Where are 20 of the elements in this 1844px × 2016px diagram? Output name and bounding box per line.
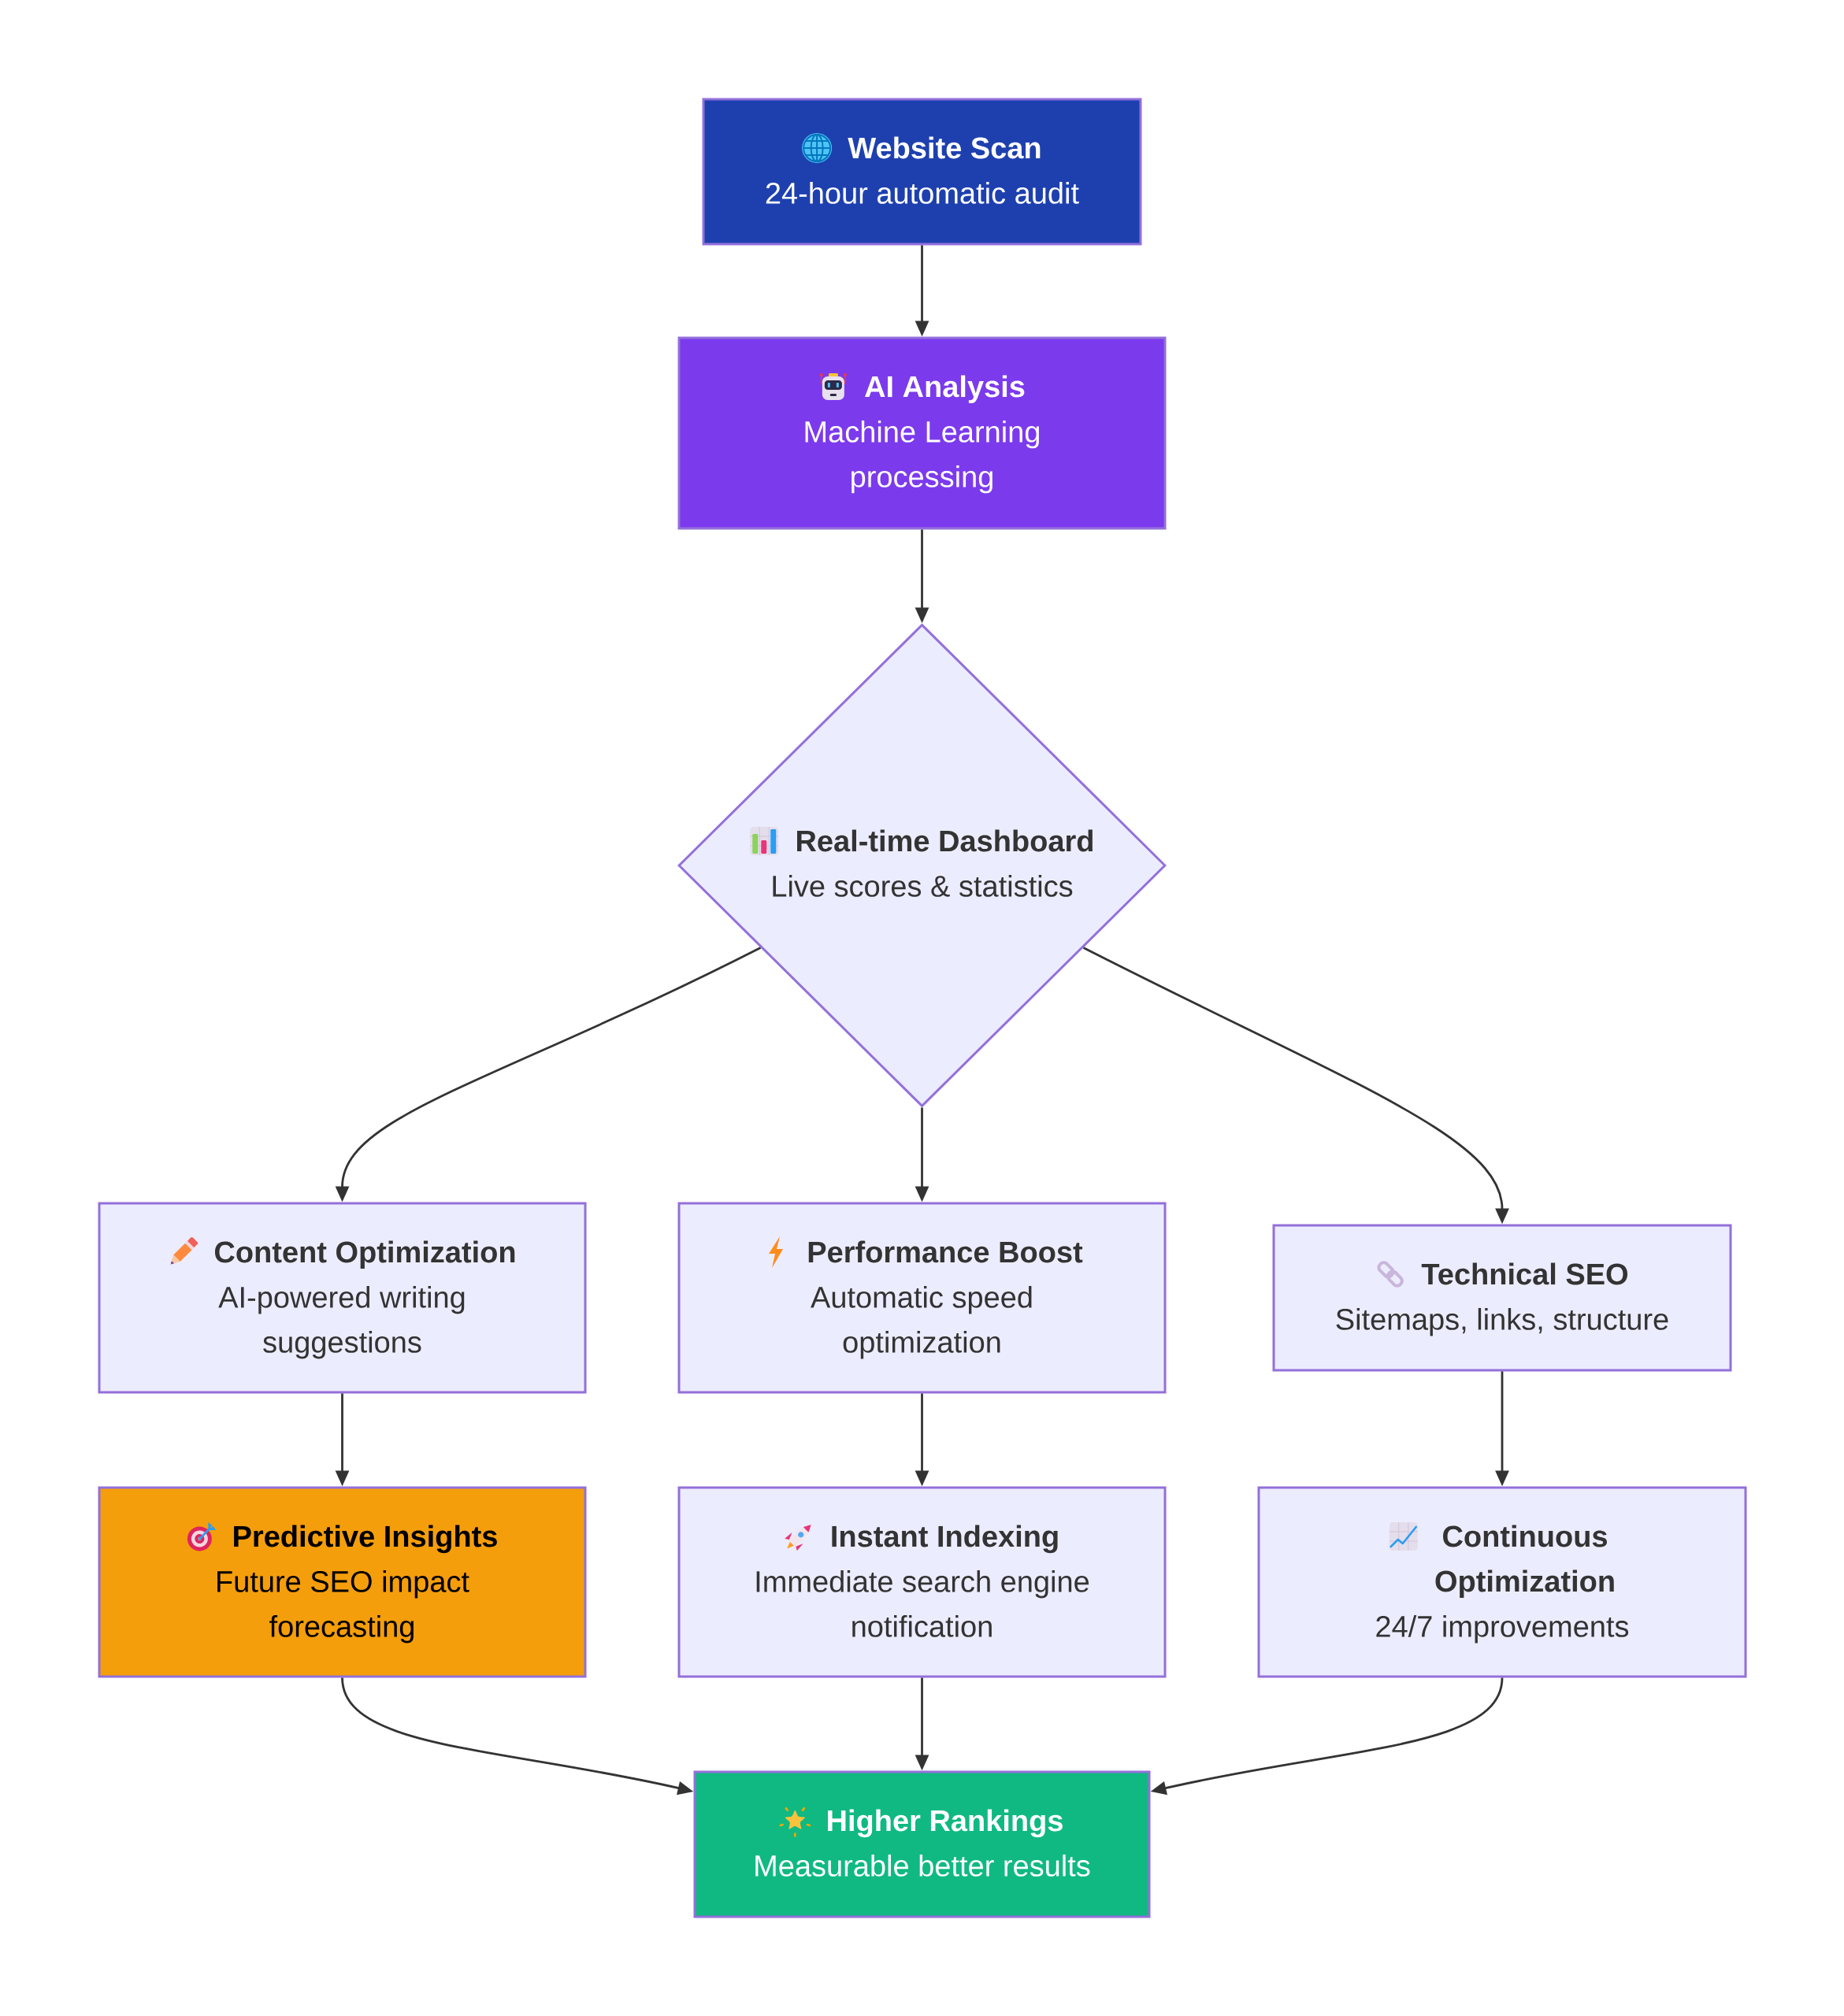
node-text: Live scores & statistics [773,874,1073,897]
node-text: 24-hour automatic audit [766,181,1079,204]
node-title: Real-time Dashboard [797,829,1093,852]
node-title: Content Optimization [214,1240,515,1269]
node-title: Predictive Insights [234,1525,497,1554]
node-text: Measurable better results [755,1854,1090,1877]
node-text: Machine Learning processing [805,420,1039,494]
node-title: Performance Boost [808,1240,1083,1263]
node-text: AI-powered writing suggestions [218,1285,465,1359]
node-title: Continuous Optimization [1435,1525,1614,1598]
node-text: Automatic speed optimization [811,1285,1032,1359]
node-title: Higher Rankings [828,1809,1063,1838]
node-title: Instant Indexing [832,1525,1058,1554]
node-title: Website Scan [848,136,1041,159]
node-text: Immediate search engine notification [756,1569,1089,1637]
node-text: Sitemaps, links, structure [1336,1307,1668,1336]
node-title: Technical SEO [1421,1262,1628,1285]
node-text: 24/7 improvements [1376,1614,1629,1644]
node-text: Future SEO impact forecasting [217,1569,469,1644]
node-title: AI Analysis [865,375,1025,403]
